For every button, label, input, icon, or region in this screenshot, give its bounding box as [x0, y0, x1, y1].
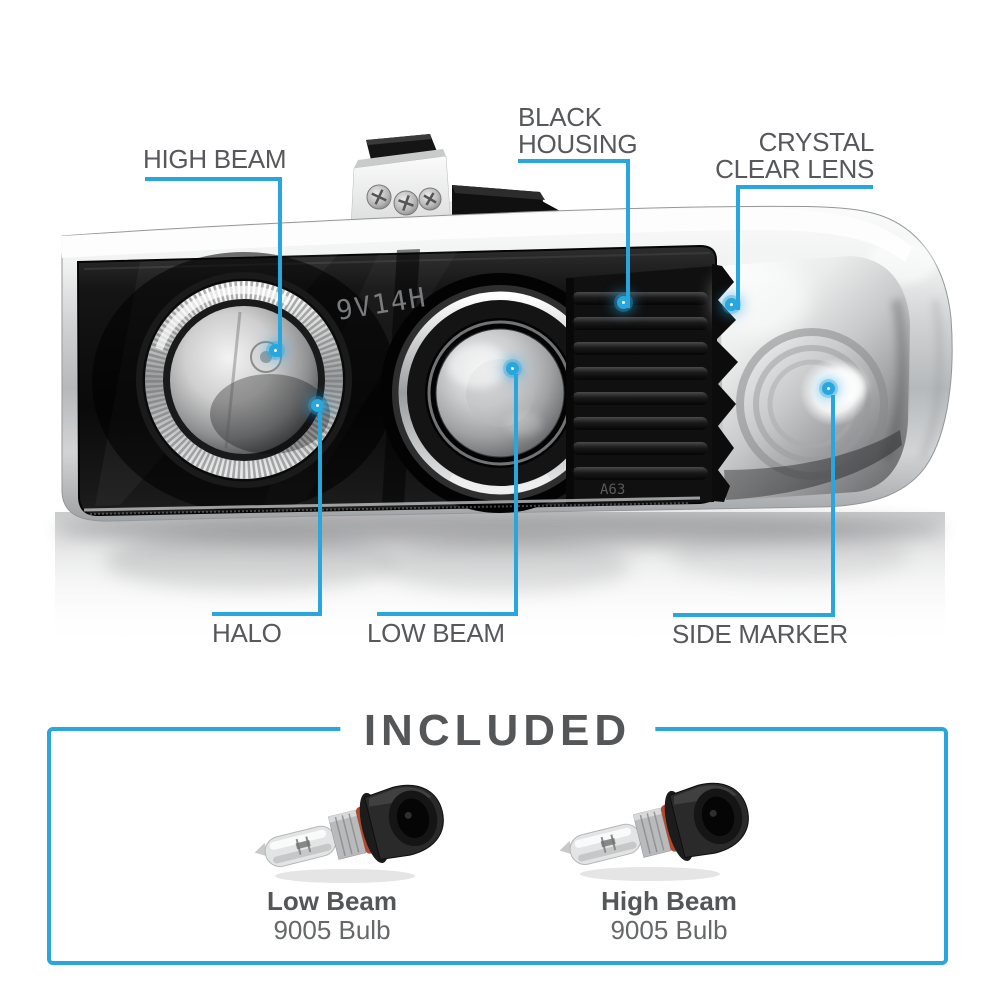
- low-beam-label: LOW BEAM: [367, 618, 505, 648]
- low-beam-callout-line-v: [514, 374, 518, 616]
- projector-lens: [435, 328, 565, 458]
- black-bezel: [76, 244, 717, 517]
- floor-reflection: [40, 512, 960, 685]
- high-beam-bulb-image: [559, 782, 749, 881]
- high-beam-callout-line-v: [278, 177, 282, 357]
- low-beam-callout-dot: [505, 361, 519, 375]
- black-housing-callout-line-h: [518, 159, 630, 163]
- crystal-clear-lens-label: CRYSTAL CLEAR LENS: [715, 127, 874, 184]
- high-beam-label: HIGH BEAM: [143, 144, 287, 174]
- low-beam-bulb-name: Low Beam: [266, 886, 398, 916]
- halo-ring: [145, 281, 343, 479]
- halo-callout-line-h: [212, 612, 322, 616]
- side-marker-callout-line-h: [673, 613, 835, 617]
- chrome-housing: [60, 205, 953, 522]
- side-marker-label: SIDE MARKER: [672, 619, 848, 649]
- crystal-clear-lens-callout-line-h: [736, 185, 873, 189]
- included-box: INCLUDED: [47, 706, 948, 965]
- black-housing-callout-dot: [616, 295, 630, 309]
- halo-callout-line-v: [318, 412, 322, 616]
- halo-label: HALO: [212, 618, 282, 648]
- low-beam-bulb-image: [254, 784, 444, 883]
- included-title: INCLUDED: [339, 706, 656, 756]
- halo-callout-dot: [310, 398, 324, 412]
- side-marker-callout-dot: [821, 381, 835, 395]
- high-beam-callout-line-h: [145, 177, 282, 181]
- crystal-clear-lens-callout-line-v: [736, 185, 740, 310]
- crystal-clear-lens-callout-dot: [724, 297, 738, 311]
- etched-marking: 9V14H: [334, 282, 429, 327]
- high-beam-bulb-spec: 9005 Bulb: [610, 915, 728, 945]
- high-beam-bulb-name: High Beam: [601, 886, 737, 916]
- side-marker-callout-line-v: [831, 395, 835, 617]
- bracket-screws: [366, 184, 442, 216]
- ribbed-housing-section: [566, 266, 714, 506]
- black-housing-label: BLACK HOUSING: [518, 102, 638, 159]
- high-beam-chamber: [92, 252, 396, 512]
- low-beam-bulb-spec: 9005 Bulb: [273, 915, 391, 945]
- etched-marking-small: A63: [600, 482, 625, 498]
- side-marker-section: [712, 256, 910, 502]
- high-beam-callout-dot: [268, 343, 282, 357]
- low-beam-callout-line-h: [377, 612, 518, 616]
- black-housing-callout-line-v: [626, 159, 630, 308]
- low-beam-projector: [380, 273, 620, 513]
